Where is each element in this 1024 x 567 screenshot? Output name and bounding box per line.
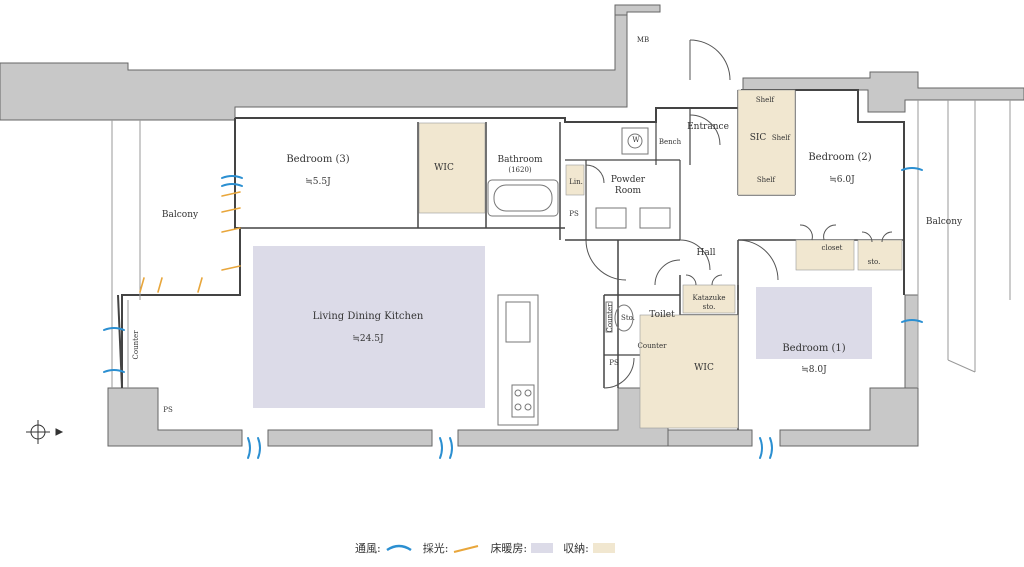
ps-label-2: PS [609,359,619,367]
toilet-counter-label: Counter [638,342,668,350]
bathtub [487,179,559,217]
bedroom1-area: ≒8.0J [801,365,827,375]
storage-areas [418,89,903,429]
ventilation-swatch-icon [386,544,412,552]
entrance-label: Entrance [687,122,729,132]
legend-storage-label: 収納: [563,542,589,555]
legend-storage: 収納: [563,540,615,556]
balcony-left-label: Balcony [162,210,199,220]
bedroom3-area: ≒5.5J [305,177,331,187]
legend-ventilation: 通風: [355,540,413,556]
floor-heating-swatch [531,543,554,553]
katazuke-label-1: Katazuke [693,294,726,302]
structural-walls [0,4,1024,447]
shelf-bottom-label: Shelf [757,176,777,184]
shelf-top-label: Shelf [756,96,776,104]
powder-room-label-2: Room [615,186,642,196]
toilet-label: Toilet [649,310,675,320]
bedroom3-label: Bedroom (3) [286,154,349,165]
daylight-marks [139,191,241,293]
bedroom2-label: Bedroom (2) [808,152,871,163]
storage-swatch [592,543,615,553]
legend: 通風: 採光: 床暖房: 収納: [355,538,615,558]
katazuke-label-2: sto. [703,303,716,311]
wic-top-label: WIC [434,163,454,173]
balcony-outlines [111,100,1011,388]
ps-label-1: PS [569,210,579,218]
bathroom-label: Bathroom [497,155,543,165]
balcony-right-label: Balcony [926,217,963,227]
shelf-right-label: Shelf [772,134,792,142]
sic-label: SIC [750,133,767,143]
doors [585,39,893,389]
bench-label: Bench [659,138,682,146]
floor-heating-areas [253,246,872,408]
washer-label: W [632,136,640,144]
legend-floor-heating: 床暖房: [490,540,554,556]
counter-vertical-label: Counter [606,303,614,333]
wic-bottom-label: WIC [694,363,714,373]
powder-room-label-1: Powder [611,175,646,185]
closet-label: closet [822,244,843,252]
bathroom-size: (1620) [508,166,532,174]
legend-daylight: 採光: [423,540,481,556]
daylight-swatch-icon [454,545,479,553]
kitchen [497,294,539,426]
linen-label: Lin. [569,178,583,186]
bedroom2-area: ≒6.0J [829,175,855,185]
ldk-area: ≒24.5J [352,334,384,344]
compass-icon [26,420,64,444]
legend-ventilation-label: 通風: [355,542,381,555]
toilet-fixture [605,301,634,333]
toilet-sto-label: Sto. [621,314,635,322]
mb-label: MB [637,36,649,44]
ventilation-arrows [103,167,923,459]
legend-daylight-label: 採光: [422,542,449,555]
hall-label: Hall [697,248,716,258]
ps-label-3: PS [163,406,173,414]
ldk-label: Living Dining Kitchen [313,311,424,322]
counter-left-label: Counter [132,330,140,360]
sto-small-label: sto. [868,258,881,266]
bedroom1-label: Bedroom (1) [782,343,845,354]
sinks [595,127,671,229]
legend-floor-heating-label: 床暖房: [490,542,528,555]
